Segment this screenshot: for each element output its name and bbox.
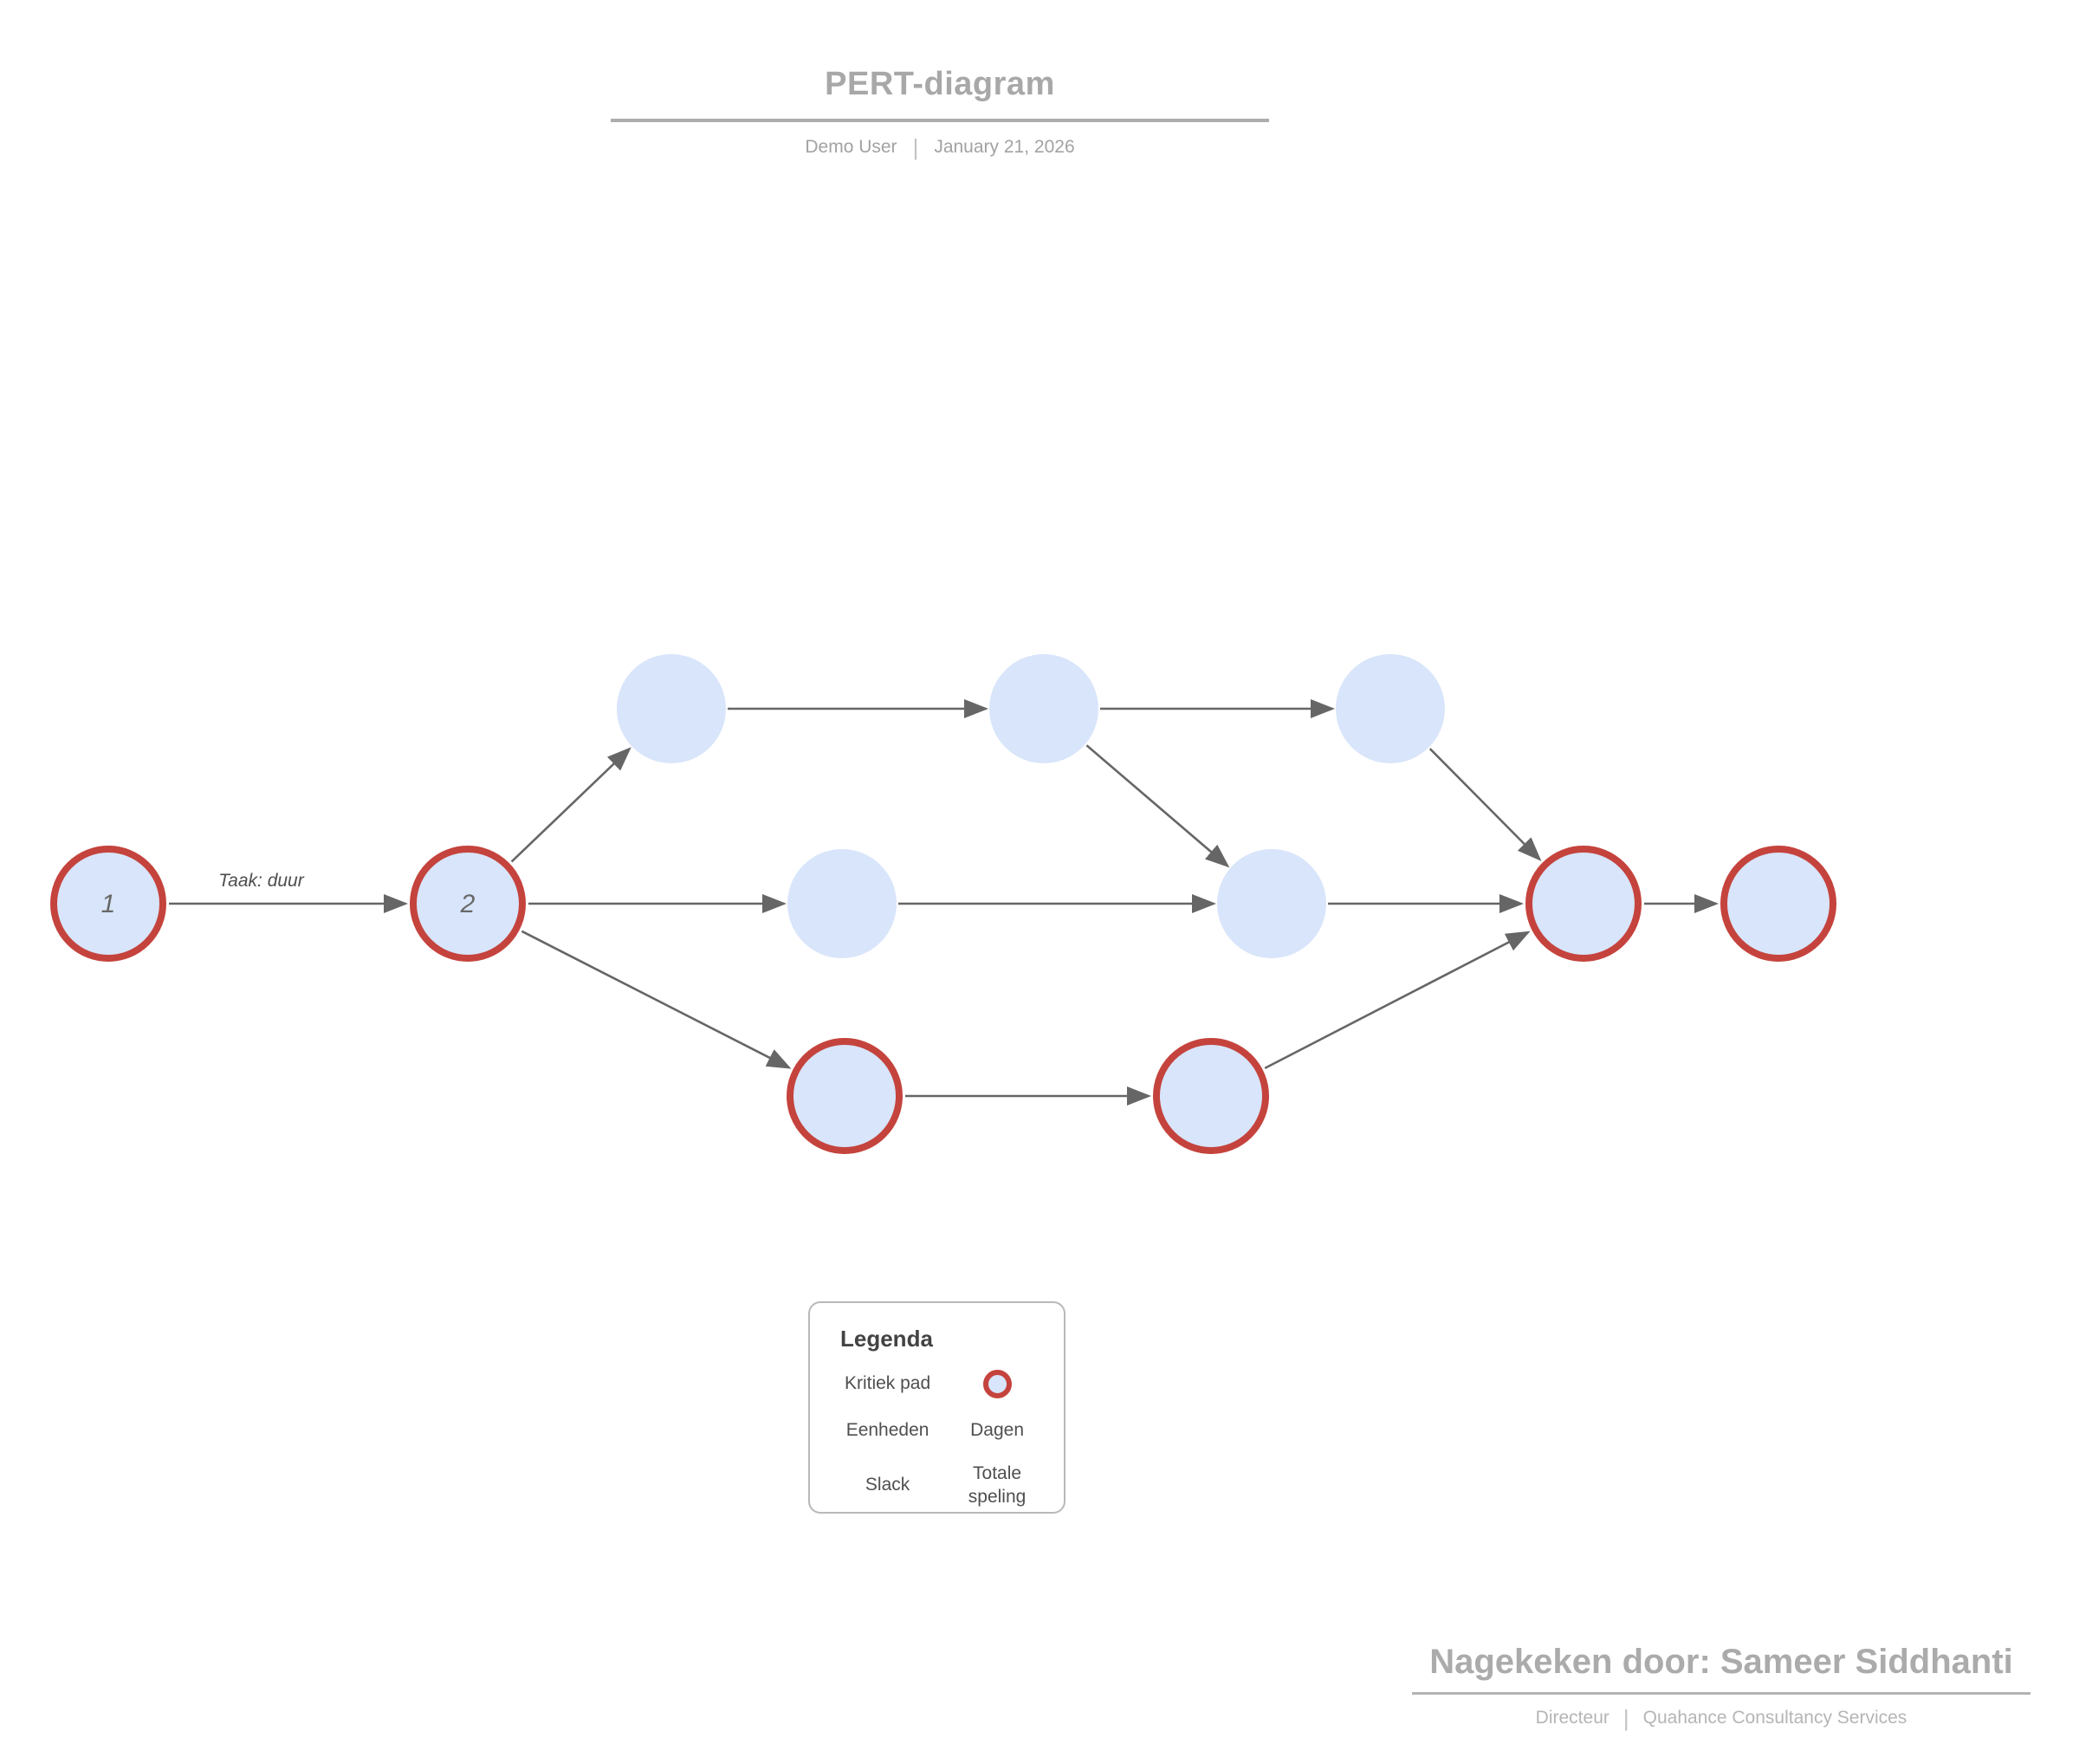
pert-node-critical[interactable] [1153, 1038, 1269, 1154]
pert-node-critical[interactable] [410, 846, 526, 962]
legend-title: Legenda [840, 1326, 933, 1352]
node-label: 1 [101, 890, 116, 918]
pert-edge-arrow [521, 930, 792, 1069]
legend-row-critical-path: Kritiek pad [827, 1370, 1046, 1398]
legend-units-value: Dagen [970, 1420, 1024, 1440]
pert-edge-arrow [1085, 744, 1230, 868]
node-label: 2 [460, 890, 476, 918]
legend-units-label: Eenheden [845, 1420, 929, 1440]
author-name: Demo User [805, 137, 897, 157]
reviewer-role: Directeur [1535, 1708, 1609, 1728]
edge-label: Taak: duur [218, 871, 304, 891]
company-name: Quahance Consultancy Services [1642, 1708, 1907, 1728]
pert-node-critical[interactable] [1525, 846, 1642, 962]
pert-edge-arrow [1264, 931, 1531, 1070]
legend-row-slack: Slack Totale speling [827, 1462, 1046, 1508]
legend-row-units: Eenheden Dagen [827, 1419, 1046, 1442]
signature-block: Nagekeken door: Sameer Siddhanti Directe… [1412, 1643, 2030, 1729]
reviewer-line: Nagekeken door: Sameer Siddhanti [1412, 1643, 2030, 1695]
legend-critical-swatch [948, 1370, 1046, 1398]
pert-node[interactable] [617, 654, 726, 763]
document-date: January 21, 2026 [934, 137, 1075, 157]
pert-node[interactable] [1336, 654, 1445, 763]
vertical-divider-icon: | [912, 134, 919, 160]
page-title: PERT-diagram [611, 66, 1269, 122]
pert-node-critical[interactable] [787, 1038, 903, 1154]
legend-critical-label: Kritiek pad [844, 1373, 931, 1394]
header-subtitle: Demo User | January 21, 2026 [611, 136, 1269, 159]
title-block: PERT-diagram Demo User | January 21, 202… [611, 66, 1269, 159]
critical-node-icon [982, 1370, 1012, 1398]
legend-slack-value: Totale speling [968, 1463, 1027, 1507]
pert-edge-arrow [1428, 748, 1542, 861]
pert-edge-arrow [510, 747, 631, 863]
signature-subtitle: Directeur | Quahance Consultancy Service… [1412, 1707, 2030, 1729]
pert-node[interactable] [989, 654, 1098, 763]
pert-node-critical[interactable] [1720, 846, 1836, 962]
legend-slack-label: Slack [865, 1475, 910, 1495]
legend-box: Legenda Kritiek pad Eenheden Dagen Slack… [808, 1301, 1065, 1514]
pert-node[interactable] [787, 849, 897, 958]
vertical-divider-icon: | [1622, 1705, 1629, 1731]
pert-node-critical[interactable] [50, 846, 166, 962]
pert-node[interactable] [1217, 849, 1326, 958]
